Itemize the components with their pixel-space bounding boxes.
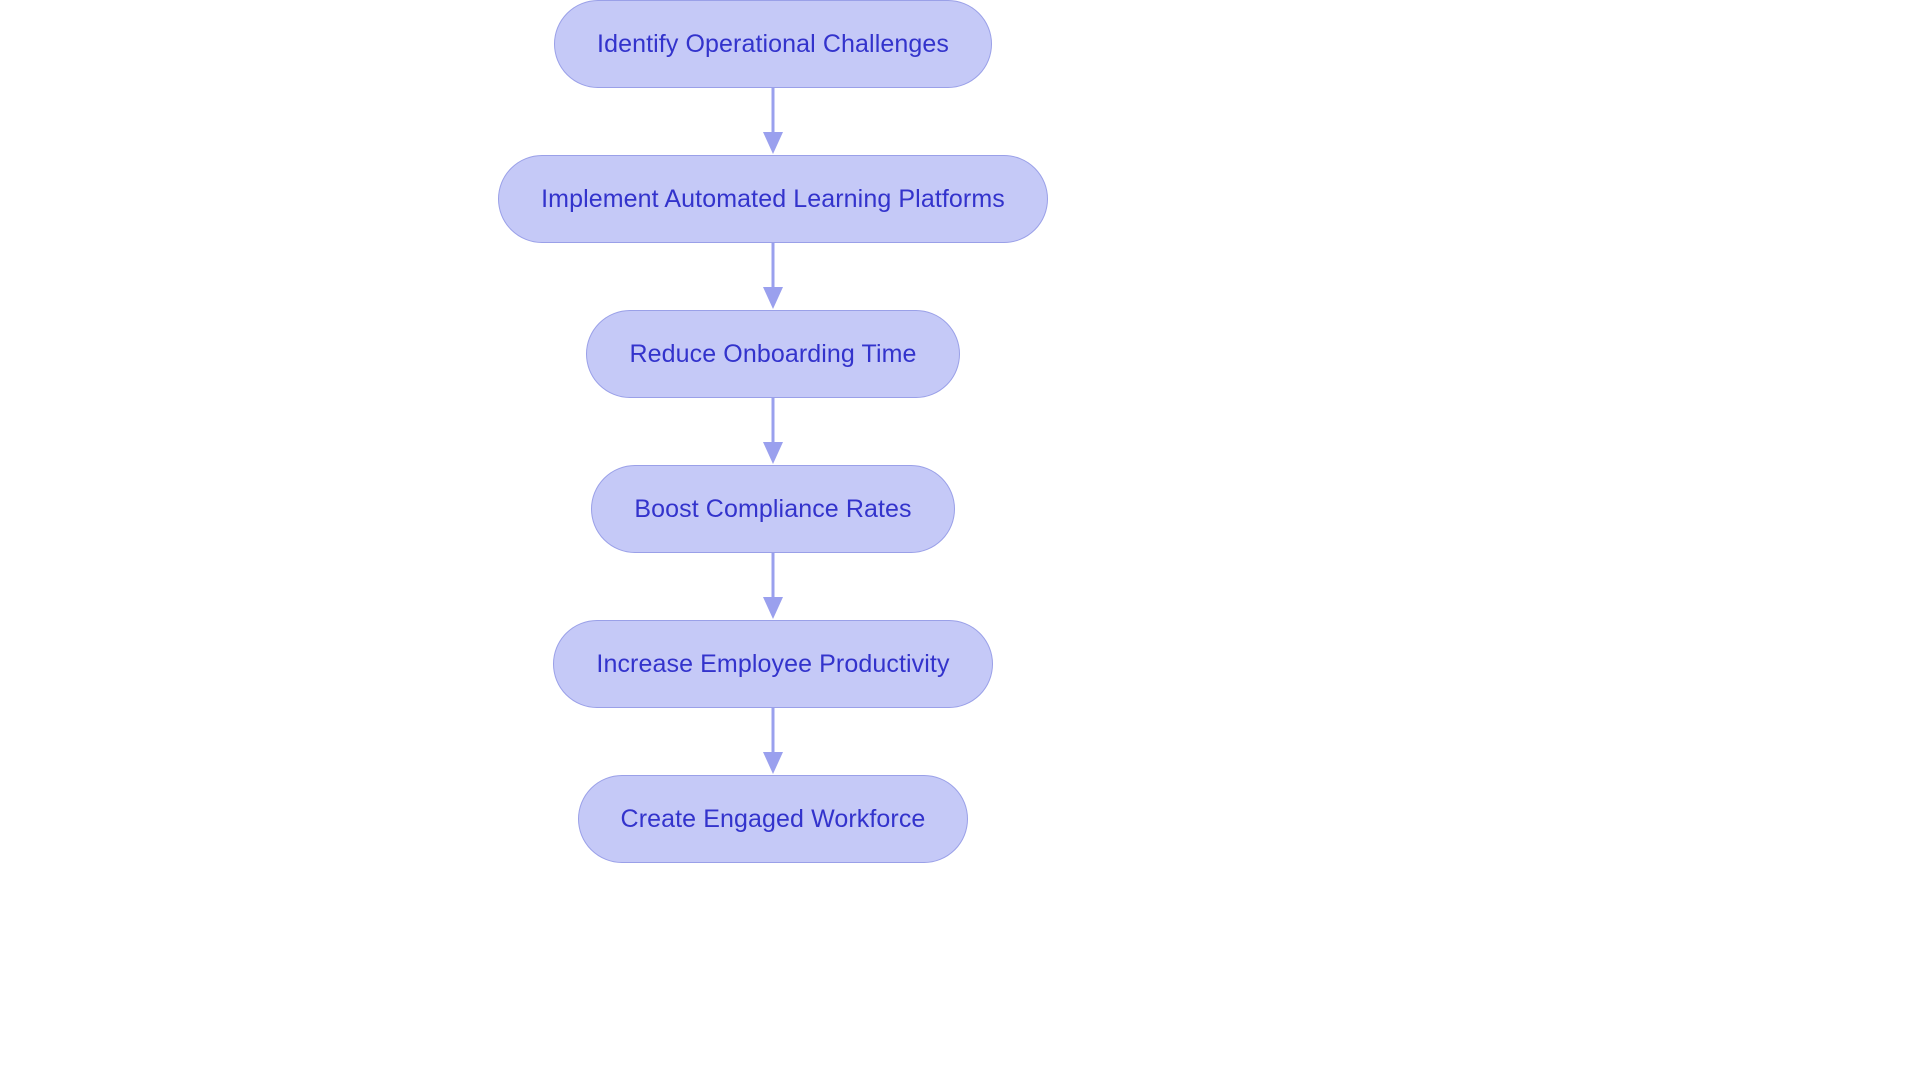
flowchart-node-implement-automated-learning-platforms[interactable]: Implement Automated Learning Platforms bbox=[498, 155, 1048, 243]
flowchart-node-label: Implement Automated Learning Platforms bbox=[541, 184, 1005, 213]
flowchart-node-increase-employee-productivity[interactable]: Increase Employee Productivity bbox=[553, 620, 993, 708]
flowchart-node-identify-operational-challenges[interactable]: Identify Operational Challenges bbox=[554, 0, 992, 88]
flowchart-node-label: Identify Operational Challenges bbox=[597, 29, 949, 58]
flowchart-node-create-engaged-workforce[interactable]: Create Engaged Workforce bbox=[577, 775, 969, 863]
flowchart-node-label: Reduce Onboarding Time bbox=[629, 339, 917, 368]
flowchart-flow: Identify Operational Challenges Implemen… bbox=[498, 0, 1048, 863]
flow-arrow-down-icon bbox=[763, 553, 783, 619]
flowchart-node-reduce-onboarding-time[interactable]: Reduce Onboarding Time bbox=[586, 310, 960, 398]
flowchart-node-boost-compliance-rates[interactable]: Boost Compliance Rates bbox=[591, 465, 955, 553]
flow-arrow-down-icon bbox=[763, 243, 783, 309]
flow-arrow-down-icon bbox=[763, 88, 783, 154]
flowchart-node-label: Create Engaged Workforce bbox=[620, 804, 926, 833]
flow-arrow-down-icon bbox=[763, 398, 783, 464]
flowchart-node-label: Boost Compliance Rates bbox=[634, 494, 912, 523]
flowchart-node-label: Increase Employee Productivity bbox=[596, 649, 950, 678]
flow-arrow-down-icon bbox=[763, 708, 783, 774]
